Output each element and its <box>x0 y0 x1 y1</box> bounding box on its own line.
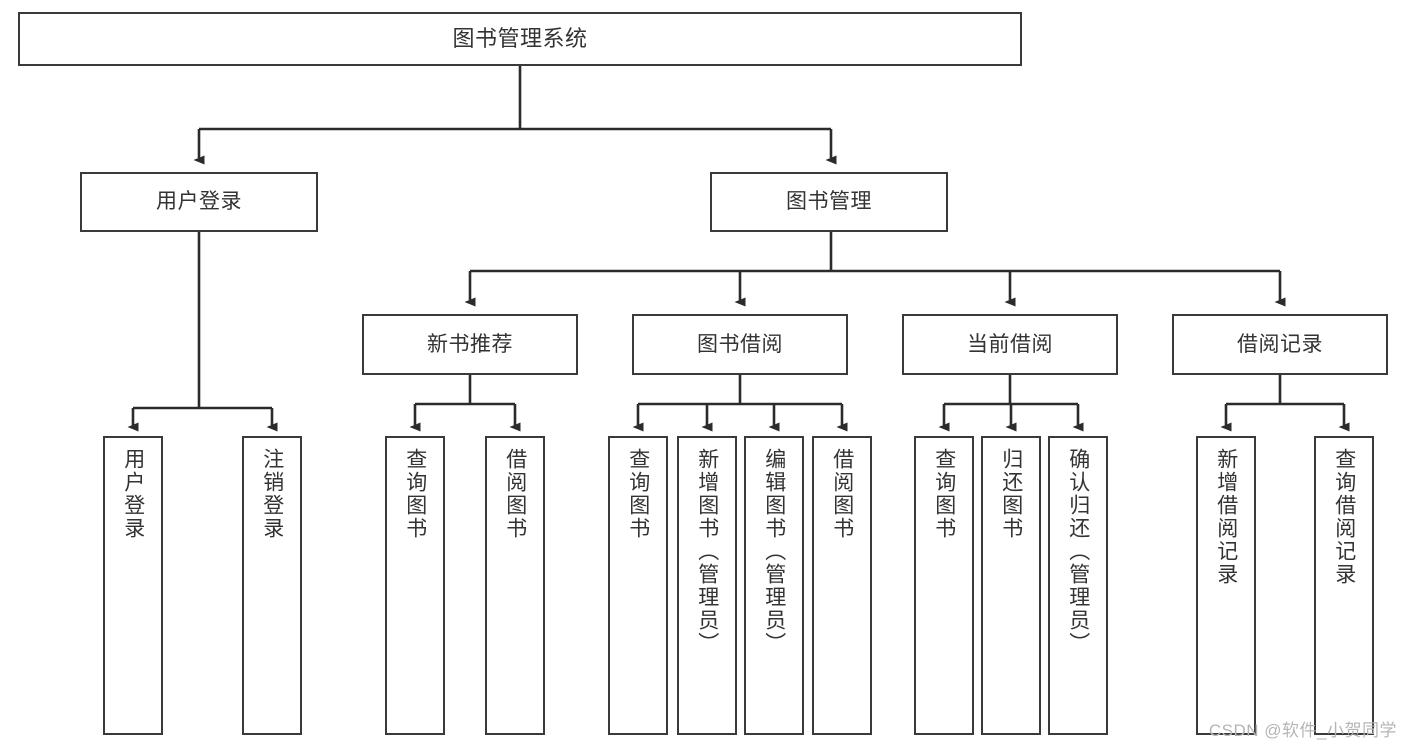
node-borrow-record[interactable]: 借阅记录 <box>1172 314 1388 375</box>
node-leaf-return-book-label: 归还图书 <box>999 448 1023 540</box>
node-leaf-query-book-3[interactable]: 查询图书 <box>914 436 974 735</box>
node-leaf-add-record-label: 新增借阅记录 <box>1214 448 1238 586</box>
node-leaf-confirm-return-label: 确认归还（管理员） <box>1066 448 1090 655</box>
node-leaf-query-record[interactable]: 查询借阅记录 <box>1314 436 1374 735</box>
node-leaf-add-record[interactable]: 新增借阅记录 <box>1196 436 1256 735</box>
node-leaf-logout[interactable]: 注销登录 <box>242 436 302 735</box>
node-leaf-query-book-1[interactable]: 查询图书 <box>385 436 445 735</box>
node-leaf-borrow-book-1[interactable]: 借阅图书 <box>485 436 545 735</box>
node-current-borrow[interactable]: 当前借阅 <box>902 314 1118 375</box>
node-leaf-logout-label: 注销登录 <box>260 448 284 540</box>
node-leaf-query-book-2-label: 查询图书 <box>626 448 650 540</box>
node-leaf-confirm-return[interactable]: 确认归还（管理员） <box>1048 436 1108 735</box>
csdn-watermark: CSDN @软件_小贺同学 <box>1208 721 1397 740</box>
node-leaf-user-login-label: 用户登录 <box>121 448 145 540</box>
node-leaf-return-book[interactable]: 归还图书 <box>981 436 1041 735</box>
node-borrow-record-label: 借阅记录 <box>1237 332 1323 356</box>
node-leaf-query-record-label: 查询借阅记录 <box>1332 448 1356 586</box>
node-leaf-borrow-book-1-label: 借阅图书 <box>503 448 527 540</box>
node-leaf-borrow-book-2-label: 借阅图书 <box>830 448 854 540</box>
node-leaf-user-login[interactable]: 用户登录 <box>103 436 163 735</box>
node-new-book-recommend-label: 新书推荐 <box>427 332 513 356</box>
node-book-manage-label: 图书管理 <box>786 190 872 214</box>
node-book-borrow[interactable]: 图书借阅 <box>632 314 848 375</box>
node-leaf-query-book-2[interactable]: 查询图书 <box>608 436 668 735</box>
node-user-login[interactable]: 用户登录 <box>80 172 318 232</box>
node-root[interactable]: 图书管理系统 <box>18 12 1022 66</box>
node-book-borrow-label: 图书借阅 <box>697 332 783 356</box>
node-current-borrow-label: 当前借阅 <box>967 332 1053 356</box>
node-user-login-label: 用户登录 <box>156 190 242 214</box>
node-root-label: 图书管理系统 <box>452 25 588 51</box>
node-leaf-edit-book[interactable]: 编辑图书（管理员） <box>744 436 804 735</box>
node-leaf-query-book-3-label: 查询图书 <box>932 448 956 540</box>
node-new-book-recommend[interactable]: 新书推荐 <box>362 314 578 375</box>
node-leaf-add-book-label: 新增图书（管理员） <box>695 448 719 655</box>
node-leaf-add-book[interactable]: 新增图书（管理员） <box>677 436 737 735</box>
node-book-manage[interactable]: 图书管理 <box>710 172 948 232</box>
node-leaf-borrow-book-2[interactable]: 借阅图书 <box>812 436 872 735</box>
node-leaf-query-book-1-label: 查询图书 <box>403 448 427 540</box>
node-leaf-edit-book-label: 编辑图书（管理员） <box>762 448 786 655</box>
